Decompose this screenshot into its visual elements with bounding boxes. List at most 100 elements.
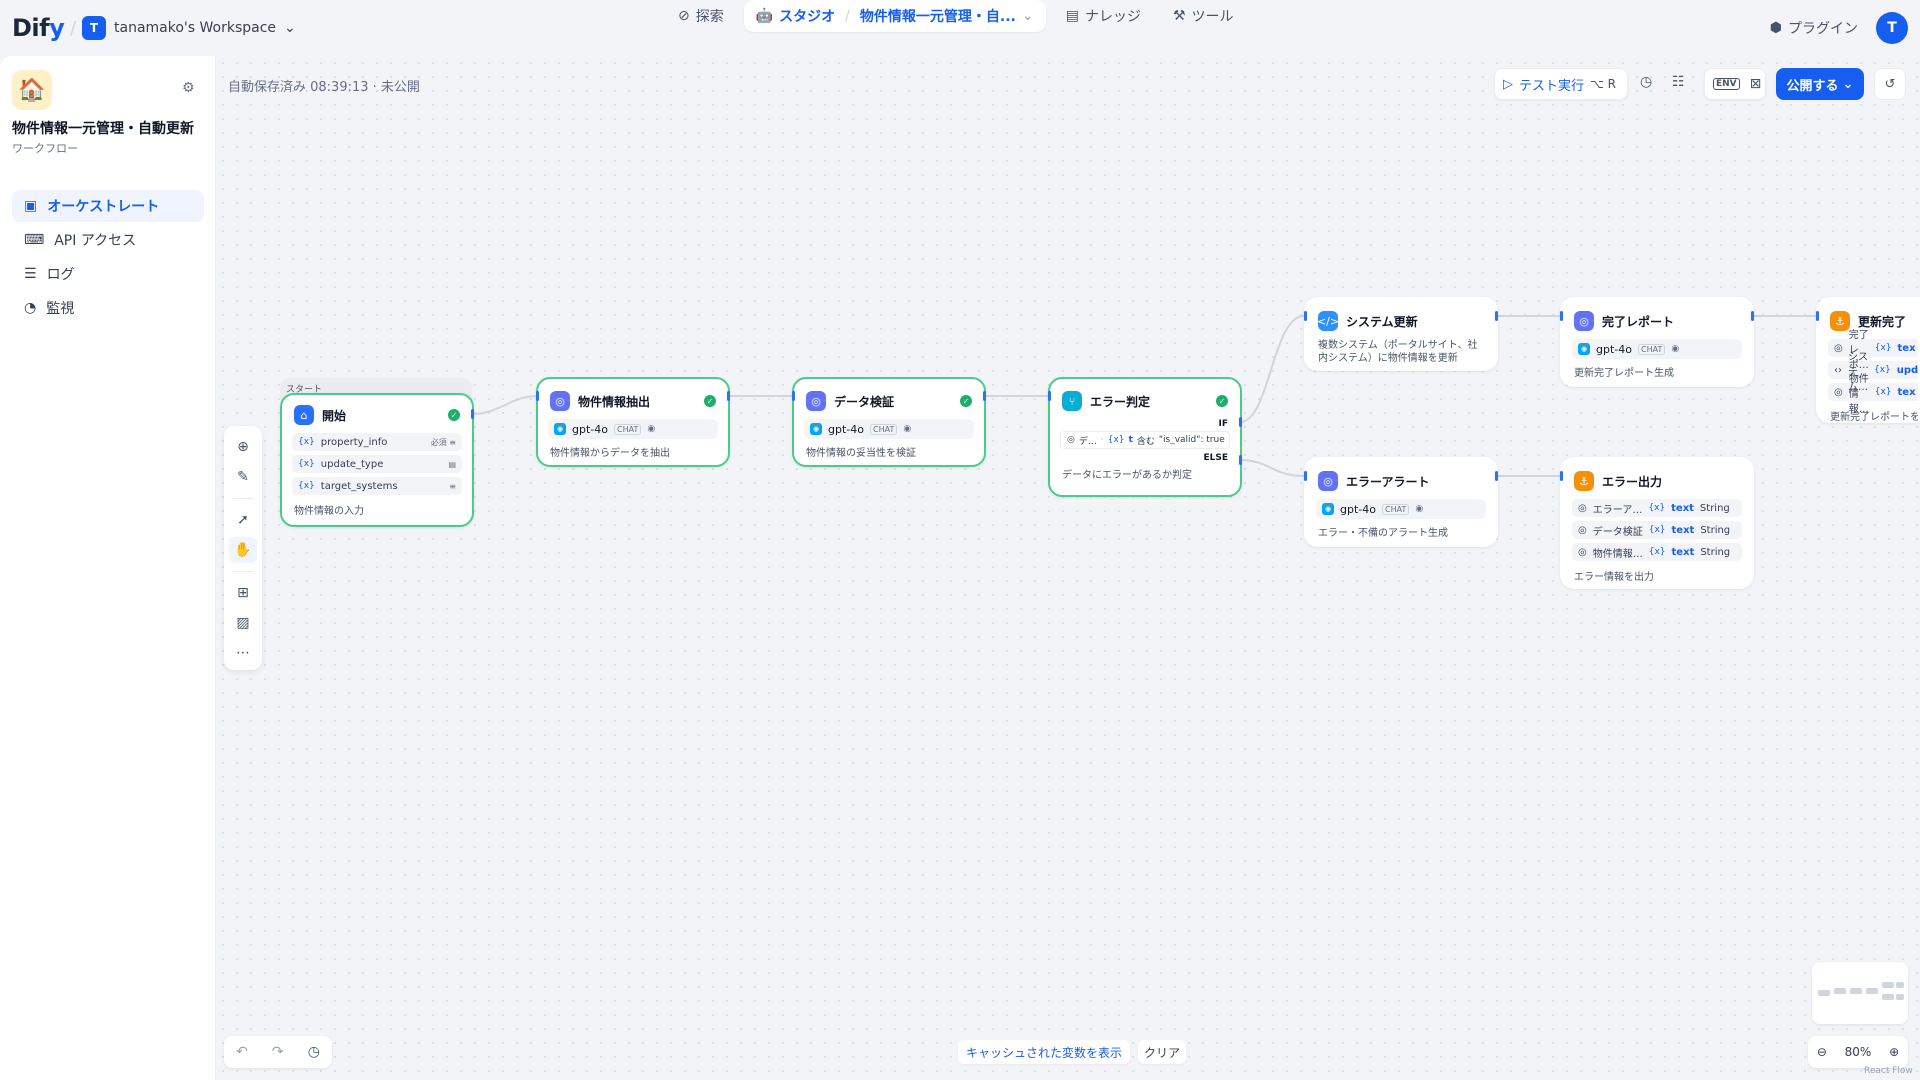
version-history-icon[interactable]: ◷ <box>307 1044 320 1060</box>
eye-icon: ◉ <box>1415 504 1424 514</box>
source-handle[interactable] <box>1495 311 1498 321</box>
robot-icon: 🤖 <box>755 8 774 24</box>
nav-studio[interactable]: 🤖 スタジオ / 物件情報一元管理・自... ⌄ <box>743 0 1046 32</box>
layout-icon: ▣ <box>24 198 38 214</box>
sidebar-item-label: 監視 <box>46 301 75 317</box>
target-handle[interactable] <box>1048 391 1051 401</box>
show-cached-variables-button[interactable]: キャッシュされた変数を表示 <box>958 1040 1131 1064</box>
llm-icon: ◎ <box>1834 342 1843 354</box>
history-button[interactable]: ↺ <box>1874 68 1906 100</box>
variable-icon: {x} <box>1648 547 1666 557</box>
compass-icon: ⊘ <box>678 8 690 24</box>
zoom-in-icon[interactable]: ⊕ <box>1889 1045 1900 1059</box>
node-extract[interactable]: ◎ 物件情報抽出 ✓ ◉ gpt-4o CHAT ◉ 物件情報からデータを抽出 <box>536 377 730 467</box>
nav-studio-label: スタジオ <box>779 9 836 25</box>
node-validate[interactable]: ◎ データ検証 ✓ ◉ gpt-4o CHAT ◉ 物件情報の妥当性を検証 <box>792 377 986 467</box>
target-handle[interactable] <box>1304 471 1307 481</box>
test-run-button[interactable]: ▷ テスト実行 ⌥ R <box>1503 75 1616 94</box>
run-history-icon[interactable]: ◷ <box>1640 74 1653 90</box>
autosave-status: 自動保存済み 08:39:13 · 未公開 <box>228 80 420 95</box>
variable-icon: {x} <box>1874 365 1891 375</box>
current-app-name[interactable]: 物件情報一元管理・自... <box>859 9 1016 25</box>
publish-button[interactable]: 公開する ⌄ <box>1776 68 1864 100</box>
node-start[interactable]: ⌂ 開始 ✓ {x} property_info 必須 ≡ {x} update… <box>280 393 474 527</box>
file-list-icon: ☰ <box>24 266 37 282</box>
node-title: 物件情報抽出 <box>578 394 651 409</box>
sidebar-item-api[interactable]: ⌨ API アクセス <box>12 224 204 256</box>
chevron-down-icon[interactable]: ⌄ <box>1021 8 1034 24</box>
zoom-out-icon[interactable]: ⊖ <box>1816 1045 1827 1059</box>
node-error-alert[interactable]: ◎ エラーアラート ◉ gpt-4o CHAT ◉ エラー・不備のアラート生成 <box>1304 457 1498 547</box>
target-handle[interactable] <box>1304 311 1307 321</box>
variable-name: target_systems <box>320 480 398 492</box>
organize-icon[interactable]: ⊞ <box>237 584 249 601</box>
if-source-handle[interactable] <box>1239 417 1242 427</box>
app-icon[interactable]: 🏠 <box>12 70 52 110</box>
checklist-icon[interactable]: ☷ <box>1672 74 1685 90</box>
variable-icon: {x} <box>298 481 315 491</box>
pointer-icon[interactable]: ➚ <box>237 511 249 528</box>
add-node-icon[interactable]: ⊕ <box>237 439 249 455</box>
output-var: tex <box>1897 386 1916 398</box>
condition-row: ◎ デ… · {x} t 含む "is_valid": true <box>1060 431 1230 449</box>
nav-explore[interactable]: ⊘ 探索 <box>666 0 736 32</box>
condition-var-name: t <box>1128 435 1133 445</box>
target-handle[interactable] <box>1816 311 1819 321</box>
model-tag: CHAT <box>1637 343 1666 355</box>
code-icon: </> <box>1317 311 1339 331</box>
source-handle[interactable] <box>1495 471 1498 481</box>
node-system-update[interactable]: </> システム更新 複数システム（ポータルサイト、社内システム）に物件情報を更… <box>1304 297 1498 371</box>
dify-logo[interactable]: Dify <box>12 14 65 42</box>
add-note-icon[interactable]: ✎ <box>237 469 249 486</box>
variable-row: {x} update_type ▤ <box>292 455 462 473</box>
target-handle[interactable] <box>536 391 539 401</box>
settings-sliders-icon[interactable]: ⚙ <box>182 80 195 96</box>
undo-icon[interactable]: ↶ <box>236 1044 248 1060</box>
more-icon[interactable]: ⋯ <box>236 644 250 661</box>
target-handle[interactable] <box>792 391 795 401</box>
target-handle[interactable] <box>1560 311 1563 321</box>
redo-icon[interactable]: ↷ <box>271 1044 284 1060</box>
react-flow-attribution[interactable]: React Flow <box>1864 1066 1913 1076</box>
env-icon[interactable]: ENV <box>1713 78 1740 90</box>
minimap[interactable] <box>1812 962 1908 1024</box>
hand-icon[interactable]: ✋ <box>229 536 257 563</box>
export-image-icon[interactable]: ▨ <box>236 614 250 631</box>
clear-button[interactable]: クリア <box>1138 1040 1187 1064</box>
source-handle[interactable] <box>471 409 474 419</box>
sidebar-item-monitor[interactable]: ◔ 監視 <box>12 292 204 324</box>
output-label: 完了レポ… <box>1848 329 1869 371</box>
model-row: ◉ gpt-4o CHAT ◉ <box>1316 499 1486 519</box>
target-handle[interactable] <box>1560 471 1563 481</box>
output-var: text <box>1671 524 1695 536</box>
workspace-selector[interactable]: T tanamako's Workspace ⌄ <box>82 16 296 40</box>
node-title: 開始 <box>322 408 347 423</box>
node-report[interactable]: ◎ 完了レポート ◉ gpt-4o CHAT ◉ 更新完了レポート生成 <box>1560 297 1754 387</box>
output-type: String <box>1700 524 1731 536</box>
nav-explore-label: 探索 <box>695 9 724 25</box>
nav-knowledge[interactable]: ▤ ナレッジ <box>1054 0 1153 32</box>
eye-icon: ◉ <box>647 424 656 434</box>
zoom-control: ⊖ 80% ⊕ <box>1808 1036 1908 1068</box>
plugin-button[interactable]: ⬢ プラグイン <box>1770 18 1858 38</box>
node-end-error[interactable]: ⚓ エラー出力 ◎ エラーア… {x} text String ◎ データ検証 … <box>1560 457 1754 589</box>
output-var: upd <box>1896 364 1919 376</box>
avatar[interactable]: T <box>1876 12 1908 44</box>
output-label: エラーア… <box>1592 504 1643 516</box>
nav-tools[interactable]: ⚒ ツール <box>1161 0 1246 32</box>
source-handle[interactable] <box>1751 311 1754 321</box>
openai-icon: ◉ <box>554 423 566 435</box>
source-handle[interactable] <box>727 391 730 401</box>
sidebar-item-logs[interactable]: ☰ ログ <box>12 258 204 290</box>
model-tag: CHAT <box>613 423 642 435</box>
branch-icon: ⑂ <box>1062 391 1082 411</box>
node-if-else[interactable]: ⑂ エラー判定 ✓ IF ◎ デ… · {x} t 含む "is_valid":… <box>1048 377 1242 497</box>
zoom-level[interactable]: 80% <box>1844 1045 1872 1059</box>
node-title: システム更新 <box>1346 314 1418 329</box>
node-end-done[interactable]: ⚓ 更新完了 ◎ 完了レポ… {x} tex ‹› システム… {x} upd … <box>1816 297 1920 423</box>
source-handle[interactable] <box>983 391 986 401</box>
else-source-handle[interactable] <box>1239 455 1242 465</box>
node-title: エラー出力 <box>1602 474 1663 489</box>
variable-icon[interactable]: ⊠ <box>1749 76 1762 92</box>
sidebar-item-orchestrate[interactable]: ▣ オーケストレート <box>12 190 204 222</box>
